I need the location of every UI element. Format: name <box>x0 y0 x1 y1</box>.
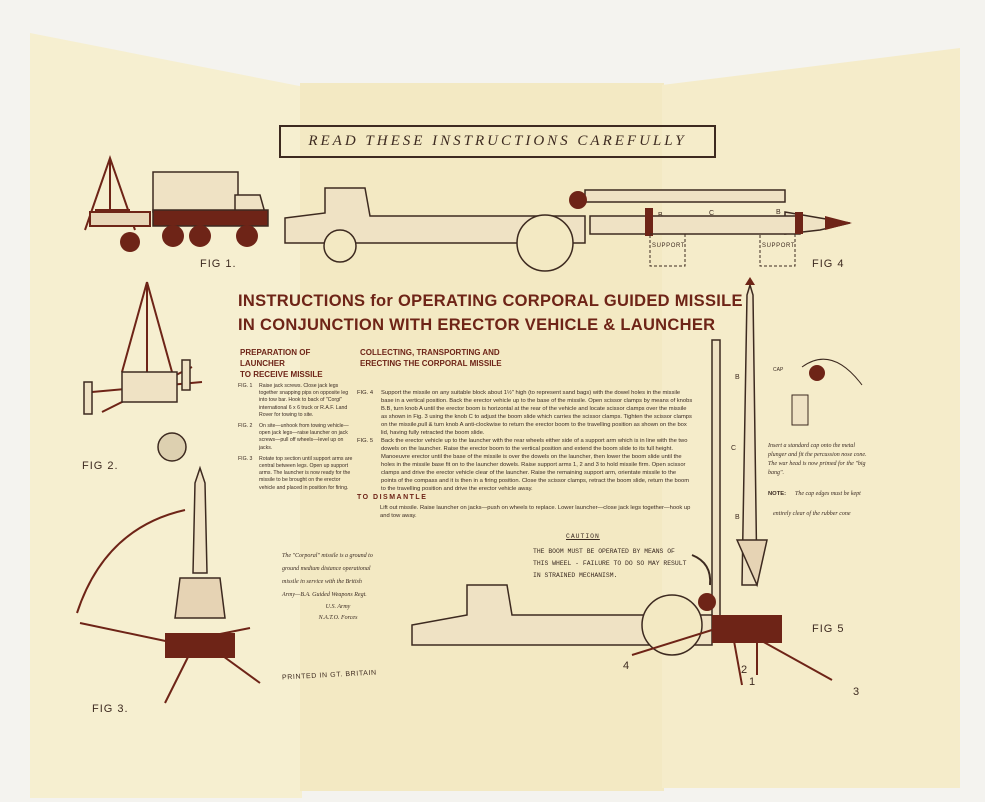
prep-heading: PREPARATION OF LAUNCHER TO RECEIVE MISSI… <box>240 348 323 379</box>
prep-step-text: On site—unhook from towing vehicle—open … <box>259 423 349 451</box>
fig2-label: FIG 2. <box>82 460 119 472</box>
left-fold-panel <box>30 33 302 798</box>
corporal-line: The "Corporal" missile is a ground to <box>282 553 373 559</box>
fig1-illustration <box>84 154 269 252</box>
corporal-line: Army—B.A. Guided Weapons Regt. <box>282 592 367 598</box>
title-line-2: IN CONJUNCTION WITH ERECTOR VEHICLE & LA… <box>238 316 716 334</box>
fig4-illustration <box>284 187 852 272</box>
fig4-figure-label: FIG 4 <box>812 258 845 270</box>
fig3-label: FIG 3. <box>92 703 129 715</box>
prep-step-text: Raise jack screws. Close jack legs toget… <box>259 383 349 418</box>
fig5-figure-label: FIG 5 <box>812 623 845 635</box>
corporal-line: U.S. Army <box>325 604 351 610</box>
note-label: NOTE: <box>768 491 787 497</box>
prep-step: FIG. 1 Raise jack screws. Close jack leg… <box>238 383 356 419</box>
corporal-info: The "Corporal" missile is a ground to gr… <box>282 552 394 622</box>
prep-step-fig: FIG. 3 <box>238 455 253 462</box>
corporal-line: N.A.T.O. Forces <box>318 615 358 621</box>
note-text: The cap edges must be kept <box>795 491 861 497</box>
knob-c-label: C <box>731 445 737 452</box>
prep-step-fig: FIG. 2 <box>238 423 253 430</box>
cap-instruction-text: Insert a standard cap onto the metal plu… <box>768 443 867 476</box>
knob-c-label: C <box>709 210 715 217</box>
arm-number: 3 <box>853 686 861 698</box>
fig2-illustration <box>83 281 203 462</box>
note-text-cont: entirely clear of the rubber cone <box>773 511 851 517</box>
read-instructions-banner: READ THESE INSTRUCTIONS CAREFULLY <box>279 125 716 158</box>
fig5-instruction: FIG. 5 Back the erector vehicle up to th… <box>357 437 693 493</box>
arm-number: 1 <box>749 676 757 688</box>
knob-b-label: B <box>735 514 741 521</box>
corporal-line: missile in service with the British <box>282 579 362 585</box>
fig1-label: FIG 1. <box>200 258 237 270</box>
arm-number: 4 <box>623 660 631 672</box>
arm-number: 2 <box>741 664 749 676</box>
fig4-instruction: FIG. 4 Support the missile on any suitab… <box>357 389 693 437</box>
caution-title: CAUTION <box>566 533 600 540</box>
support-label: SUPPORT <box>762 243 796 249</box>
corporal-line: ground medium distance operational <box>282 566 371 572</box>
prep-step-list: FIG. 1 Raise jack screws. Close jack leg… <box>238 383 356 492</box>
fig3-illustration <box>76 465 261 704</box>
cap-label: CAP <box>773 367 784 373</box>
prep-step: FIG. 3 Rotate top section until support … <box>238 456 356 492</box>
support-label: SUPPORT <box>652 243 686 249</box>
dismantle-text: Lift out missile. Raise launcher on jack… <box>380 505 691 519</box>
fig4-text: Support the missile on any suitable bloc… <box>381 390 693 436</box>
caution-text: THE BOOM MUST BE OPERATED BY MEANS OF TH… <box>533 546 686 582</box>
prep-step-text: Rotate top section until support arms ar… <box>259 455 353 491</box>
fig5-illustration <box>411 277 863 686</box>
fig5-text: Back the erector vehicle up to the launc… <box>381 438 690 492</box>
knob-b-label: B <box>735 374 741 381</box>
fig4-label: FIG. 4 <box>357 390 374 396</box>
knob-b-label: B <box>776 209 782 216</box>
caution-line: THE BOOM MUST BE OPERATED BY MEANS OF <box>533 548 675 555</box>
fig5-label: FIG. 5 <box>357 438 374 444</box>
dismantle-heading: TO DISMANTLE <box>357 494 428 501</box>
caution-line: IN STRAINED MECHANISM. <box>533 572 618 579</box>
caution-line: THIS WHEEL - FAILURE TO DO SO MAY RESULT <box>533 560 687 567</box>
prep-step: FIG. 2 On site—unhook from towing vehicl… <box>238 423 356 452</box>
collect-heading: COLLECTING, TRANSPORTING AND ERECTING TH… <box>360 348 502 368</box>
title-line-1: INSTRUCTIONS for OPERATING CORPORAL GUID… <box>238 292 743 310</box>
prep-step-fig: FIG. 1 <box>238 383 253 389</box>
